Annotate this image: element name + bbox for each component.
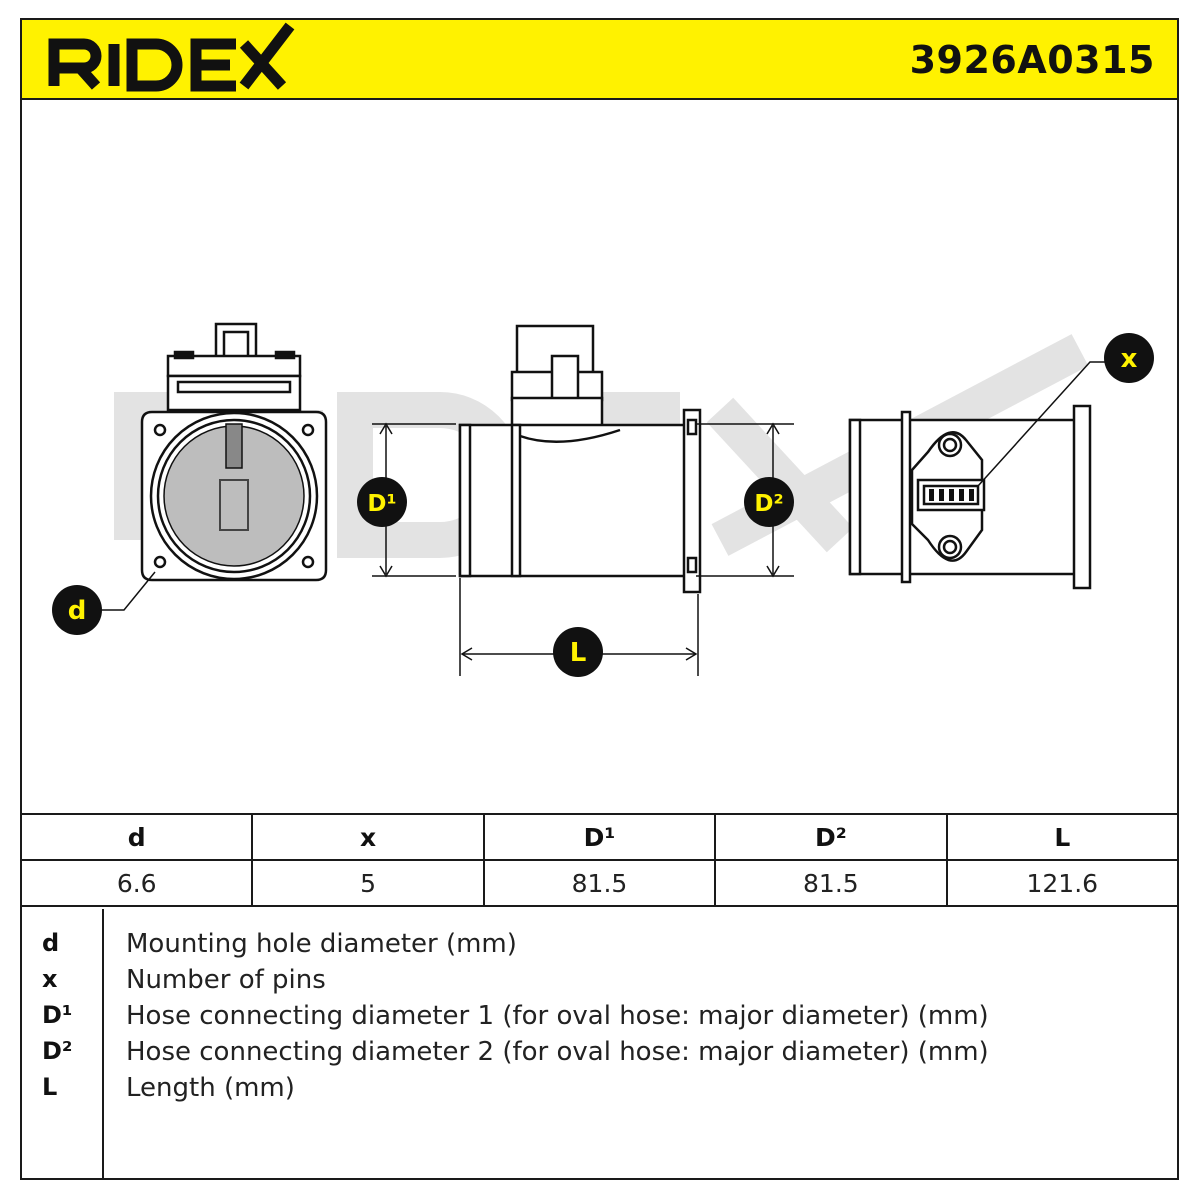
legend-row-d: d Mounting hole diameter (mm)	[22, 929, 1177, 965]
legend-description: Mounting hole diameter (mm)	[126, 929, 517, 959]
header-l: L	[945, 813, 1180, 861]
legend-description: Hose connecting diameter 1 (for oval hos…	[126, 1001, 989, 1031]
front-view	[140, 322, 328, 582]
part-number: 3926A0315	[909, 38, 1155, 82]
technical-drawing: d D¹	[20, 100, 1179, 813]
value-x: 5	[251, 859, 485, 907]
callout-d2-label: D²	[754, 491, 783, 517]
legend-row-x: x Number of pins	[22, 965, 1177, 1001]
legend-symbol: x	[42, 965, 58, 993]
value-d: 6.6	[19, 859, 254, 907]
header-d1: D¹	[482, 813, 717, 861]
callout-d-marker	[52, 585, 102, 635]
legend-row-l: L Length (mm)	[22, 1073, 1177, 1109]
callout-d1-marker	[357, 477, 407, 527]
callout-l-label: L	[570, 638, 587, 668]
callout-d-leader	[100, 571, 156, 611]
callout-l-marker	[553, 627, 603, 677]
callout-d-label: d	[68, 596, 87, 626]
table-header-row: d x D¹ D² L	[19, 813, 1180, 861]
header-bar: 3926A0315	[20, 18, 1179, 100]
legend-symbol: D¹	[42, 1001, 73, 1029]
legend-description: Number of pins	[126, 965, 326, 995]
legend-symbol: L	[42, 1073, 58, 1101]
value-d2: 81.5	[714, 859, 948, 907]
legend: d Mounting hole diameter (mm) x Number o…	[20, 909, 1179, 1180]
legend-symbol: d	[42, 929, 60, 957]
legend-row-d1: D¹ Hose connecting diameter 1 (for oval …	[22, 1001, 1177, 1037]
header-d2: D²	[714, 813, 948, 861]
legend-symbol: D²	[42, 1037, 73, 1065]
callout-x-marker	[1104, 333, 1154, 383]
callout-x-leader	[977, 361, 1106, 487]
legend-row-d2: D² Hose connecting diameter 2 (for oval …	[22, 1037, 1177, 1073]
callout-d2-marker	[744, 477, 794, 527]
legend-divider	[102, 909, 104, 1178]
header-d: d	[19, 813, 254, 861]
header-x: x	[251, 813, 485, 861]
value-d1: 81.5	[482, 859, 717, 907]
brand-logo	[44, 22, 314, 102]
connector-pins	[929, 489, 974, 501]
top-view	[848, 404, 1092, 590]
legend-description: Hose connecting diameter 2 (for oval hos…	[126, 1037, 989, 1067]
callout-x-label: x	[1121, 344, 1138, 374]
dimensions-table: d x D¹ D² L 6.6 5 81.5 81.5 121.6	[19, 813, 1180, 907]
legend-description: Length (mm)	[126, 1073, 295, 1103]
table-row: 6.6 5 81.5 81.5 121.6	[19, 859, 1180, 907]
value-l: 121.6	[945, 859, 1180, 907]
side-view	[458, 324, 702, 594]
callout-d1-label: D¹	[367, 491, 396, 517]
